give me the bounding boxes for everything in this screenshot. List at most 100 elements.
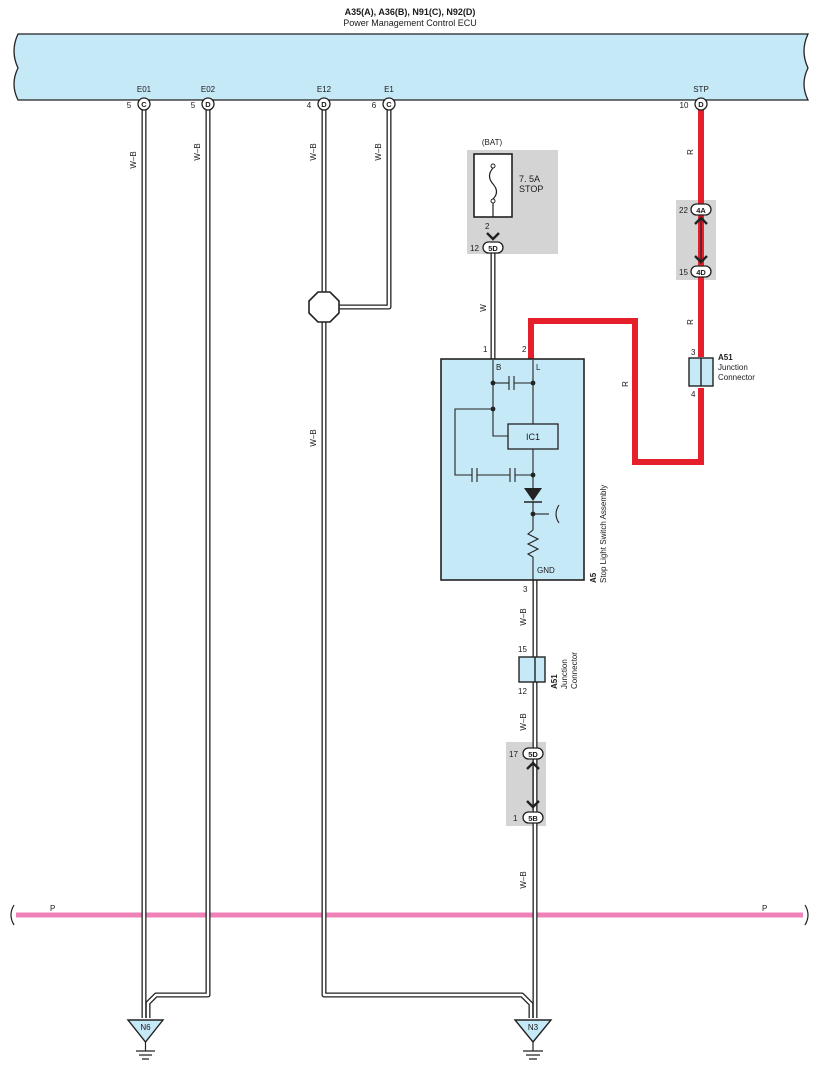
svg-text:4D: 4D [696,268,706,277]
junction-top-name1: Junction [718,363,748,372]
svg-text:5D: 5D [488,244,498,253]
ecu-terminal-e12: E12 4 [307,85,332,110]
junction-top-pin-in: 3 [691,348,696,357]
gnd-upper-pin: 17 [509,750,518,759]
pink-wire-left-end [10,904,15,926]
svg-text:4A: 4A [696,206,706,215]
svg-text:D: D [205,100,211,109]
svg-text:E01: E01 [137,85,152,94]
fuse-conn-oval: 5D [482,241,504,254]
red-wire-switch-l [528,318,704,465]
wire-label-e01: W–B [129,151,138,168]
svg-text:5D: 5D [528,750,538,759]
svg-text:6: 6 [372,101,377,110]
switch-label-gnd: GND [537,566,555,575]
wire-label-e1: W–B [374,143,383,160]
switch-pin-l: 2 [522,345,527,354]
switch-name: Stop Light Switch Assembly [599,485,608,583]
wire-label-w: W [479,304,488,312]
wire-label-e02: W–B [193,143,202,160]
diode-icon [524,488,542,503]
switch-id: A5 [589,572,598,583]
fuse-name: STOP [519,184,543,194]
stp-lower-pin: 15 [679,268,688,277]
junction-bottom-name2: Connector [570,652,579,689]
pink-wire-label-right: P [762,904,767,913]
svg-text:C: C [141,100,147,109]
ecu-pin-e02: D [201,97,215,111]
gnd-upper-conn: 5D [522,747,544,760]
switch-junction-dots [490,380,536,517]
ground-n6-icon [126,1019,165,1060]
svg-text:5: 5 [127,101,132,110]
svg-text:C: C [386,100,392,109]
wire-e1 [336,110,392,310]
ecu-terminal-e01: E01 5 [127,85,152,110]
junction-top-pin-out: 4 [691,390,696,399]
wire-label-r2: R [686,319,695,325]
junction-bottom-pin-out: 12 [518,687,527,696]
svg-text:5B: 5B [528,814,538,823]
ecu-terminal-stp: STP 10 [680,85,709,110]
ecu-box [13,33,810,101]
ecu-connectors: A35(A), A36(B), N91(C), N92(D) [345,7,476,17]
junction-bottom-name1: Junction [560,659,569,689]
junction-bottom-id: A51 [550,674,559,689]
wire-label-gnd1: W–B [519,608,528,625]
ic1-box: IC1 [507,423,559,450]
gnd-lower-conn: 5B [522,811,544,824]
wire-e02 [145,110,211,1018]
wire-label-e12: W–B [309,143,318,160]
svg-text:E02: E02 [201,85,216,94]
ecu-name: Power Management Control ECU [343,18,477,28]
svg-text:D: D [698,100,704,109]
svg-text:D: D [321,100,327,109]
switch-box [440,358,585,581]
svg-text:4: 4 [307,101,312,110]
wire-label-r1: R [686,149,695,155]
svg-text:STP: STP [693,85,709,94]
ground-n3-label: N3 [528,1023,539,1032]
svg-text:10: 10 [680,101,689,110]
fuse-source: (BAT) [482,138,503,147]
wire-label-e12-lower: W–B [309,429,318,446]
ground-n6-label: N6 [140,1023,151,1032]
svg-text:IC1: IC1 [526,432,540,442]
stp-lower-conn: 4D [690,265,712,278]
ecu-terminal-e1: E1 6 [372,85,395,110]
wire-label-gnd2: W–B [519,713,528,730]
stp-upper-conn: 4A [690,203,712,216]
wire-e12 [321,110,534,1018]
ground-n3-icon [513,1019,553,1060]
svg-text:5: 5 [191,101,196,110]
gnd-lower-pin: 1 [513,814,518,823]
junction-bottom-box [518,656,546,683]
ecu-pin-stp: D [694,97,708,111]
switch-pin-gnd: 3 [523,585,528,594]
junction-bottom-pin-in: 15 [518,645,527,654]
wire-label-r3: R [621,381,630,387]
junction-top-name2: Connector [718,373,755,382]
svg-text:E1: E1 [384,85,394,94]
fuse-rating: 7. 5A [519,174,540,184]
wire-label-gnd3: W–B [519,871,528,888]
fuse-icon [473,153,513,218]
junction-top-id: A51 [718,353,733,362]
switch-label-b: B [496,363,501,372]
pink-wire-label-left: P [50,904,55,913]
gnd-connector-arrows [526,761,540,810]
fuse-out-pin: 2 [485,222,490,231]
pink-wire-right-end [804,904,809,926]
ecu-pin-e12: D [317,97,331,111]
svg-text:E12: E12 [317,85,332,94]
stp-upper-pin: 22 [679,206,688,215]
splice-point [308,291,340,323]
fuse-conn-pin: 12 [470,244,479,253]
switch-pin-b: 1 [483,345,488,354]
ecu-terminal-e02: E02 5 [191,85,216,110]
ecu-pin-e01: C [137,97,151,111]
switch-label-l: L [536,363,541,372]
stp-connector-arrows [694,216,708,264]
ecu-pin-e1: C [382,97,396,111]
